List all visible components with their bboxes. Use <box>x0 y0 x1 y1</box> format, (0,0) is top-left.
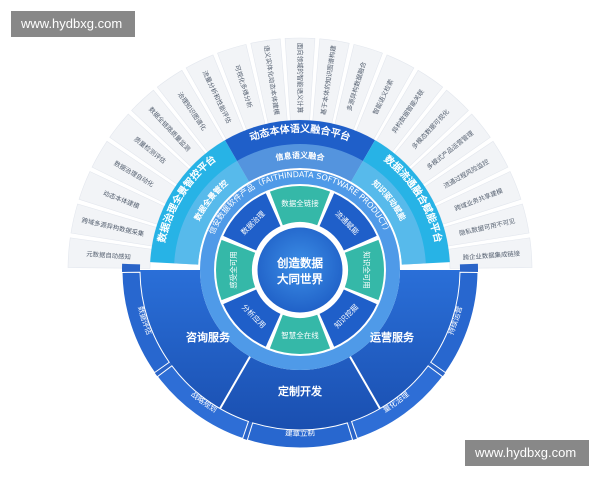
capability-segment <box>269 186 331 226</box>
platform-band <box>150 119 450 265</box>
capability-label: 感受全可用 <box>228 251 238 289</box>
center-core <box>254 224 346 316</box>
capability-segment <box>223 193 281 251</box>
service-center-label: 定制开发 <box>278 384 323 398</box>
capability-segment <box>216 239 256 301</box>
capability-label: 数据全链接 <box>281 198 319 208</box>
capability-label: 知识全可用 <box>362 251 372 289</box>
capability-segment <box>319 289 377 347</box>
capability-segment <box>269 314 331 354</box>
service-step-arc <box>156 365 250 440</box>
feature-petals: 元数据自动感知跨域多源异构数据采集动态本体建模数据治理自动化质量检测评估数据全链… <box>67 37 533 269</box>
service-step-arc <box>121 271 170 374</box>
service-wedge <box>140 270 460 430</box>
service-step-arc <box>350 365 444 440</box>
center-title-line2: 大同世界 <box>277 272 323 286</box>
watermark-bottom: www.hydbxg.com <box>465 440 589 466</box>
service-divider <box>219 356 251 410</box>
capability-segment <box>223 289 281 347</box>
service-right-label: 运营服务 <box>370 330 415 344</box>
petal-label: 面向领域的智能语义计算 <box>296 43 305 114</box>
capability-label: 智慧全在线 <box>281 330 319 340</box>
service-step-arc <box>430 271 479 374</box>
service-band <box>121 263 479 449</box>
capability-segment <box>319 193 377 251</box>
service-step-label: 建章立制 <box>285 427 315 438</box>
petal-label: 元数据自动感知 <box>86 249 131 261</box>
capability-segment <box>344 239 384 301</box>
petal-label: 跨企业数据集成链接 <box>462 248 521 261</box>
service-divider <box>349 356 381 410</box>
platform-top-sub: 信息语义融合 <box>275 150 327 163</box>
service-step-arc <box>246 422 354 449</box>
watermark-top: www.hydbxg.com <box>11 11 135 37</box>
feature-petal <box>67 237 152 269</box>
center-title-line1: 创造数据 <box>276 256 323 270</box>
service-left-label: 咨询服务 <box>186 330 231 344</box>
platform-sub-band <box>174 143 426 265</box>
